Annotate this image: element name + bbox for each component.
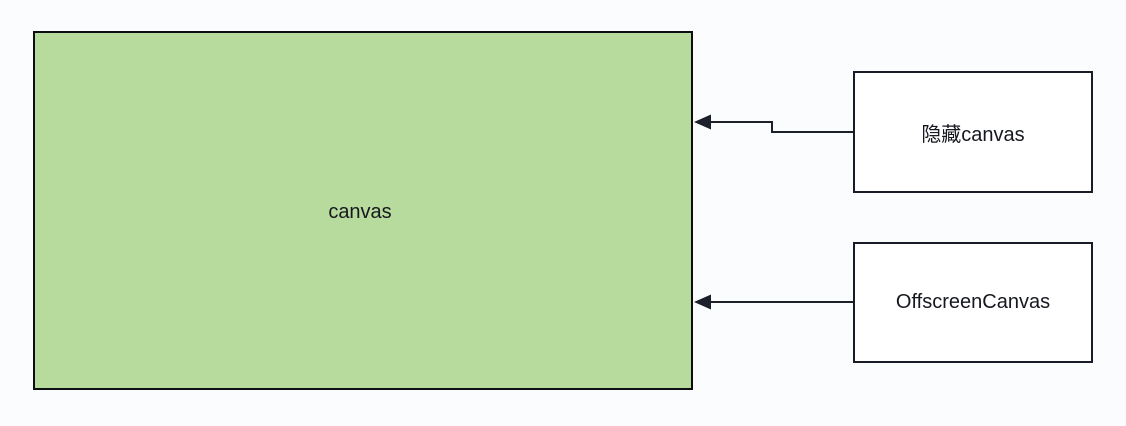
offscreen-canvas-node: OffscreenCanvas (853, 242, 1093, 363)
hidden-canvas-node: 隐藏canvas (853, 71, 1093, 193)
arrowhead-icon (694, 294, 711, 310)
offscreen-canvas-node-label: OffscreenCanvas (895, 291, 1051, 313)
edge-hidden-canvas-to-canvas (694, 114, 853, 133)
arrowhead-icon (694, 114, 711, 130)
canvas-node: canvas (33, 31, 693, 390)
canvas-node-label: canvas (328, 201, 392, 223)
edge-offscreen-canvas-to-canvas (694, 294, 853, 310)
hidden-canvas-node-label: 隐藏canvas (921, 123, 1025, 146)
